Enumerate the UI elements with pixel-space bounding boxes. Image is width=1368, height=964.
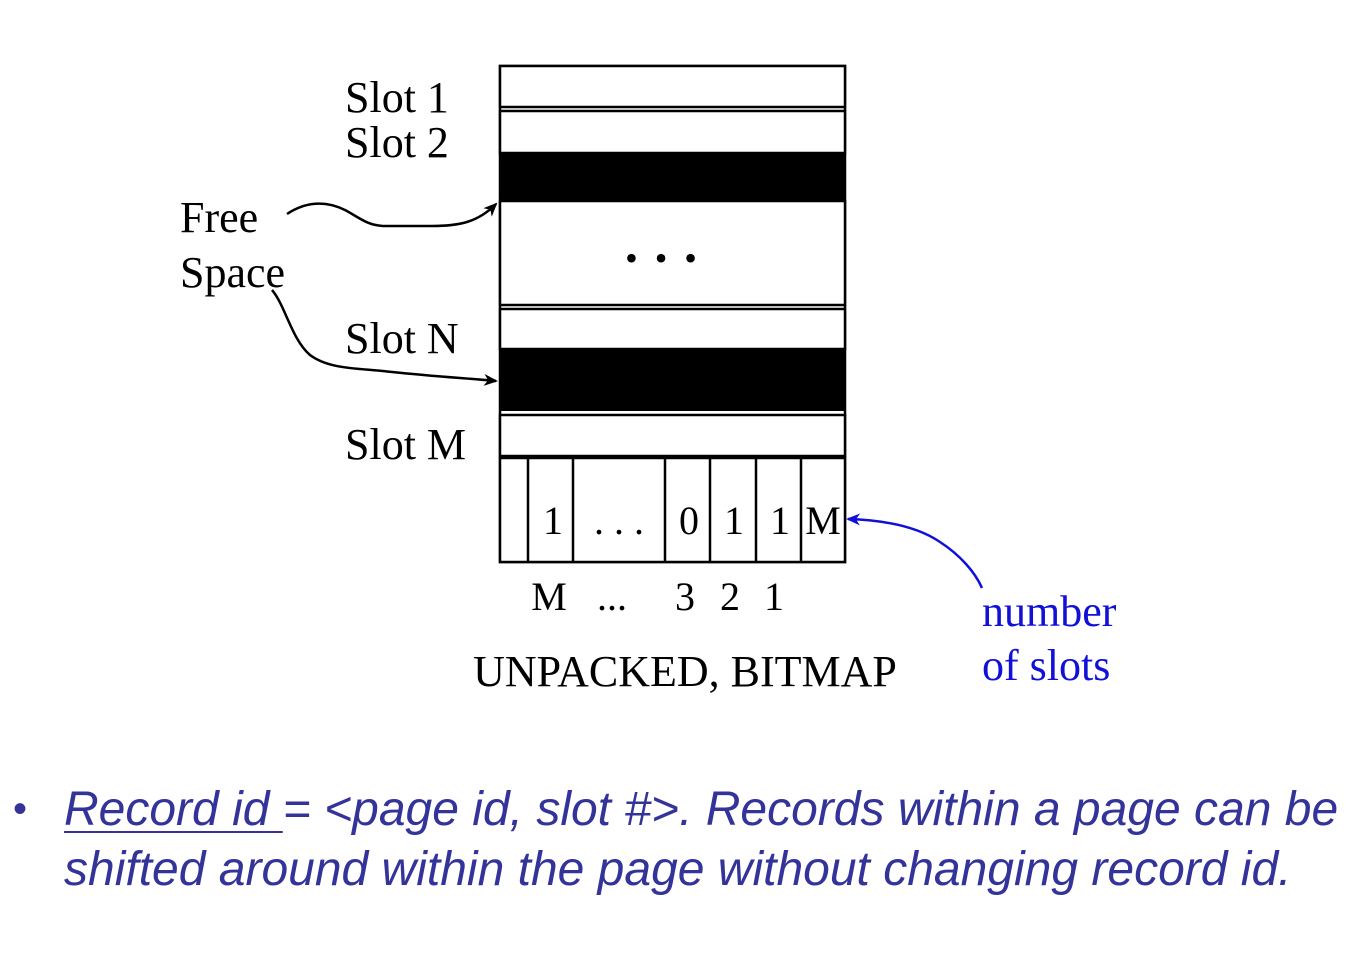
bitmap-cell: 0 [679, 498, 699, 543]
slot-n-label: Slot N [345, 314, 459, 363]
bullet-marker: • [12, 787, 27, 831]
bitmap-cell: 1 [543, 498, 563, 543]
slot-1-box [498, 64, 847, 109]
bitmap-index: 2 [720, 574, 740, 619]
slot-n-box [498, 307, 847, 351]
slot-1-label: Slot 1 [345, 73, 449, 122]
bitmap-cell: 1 [724, 498, 744, 543]
bullet-text: Record id = <page id, slot #>. Records w… [64, 780, 1354, 900]
middle-slots-region [498, 199, 847, 307]
record-id-term: Record id [64, 783, 283, 836]
bitmap-cell: M [805, 498, 841, 543]
free-space-label-line1: Free [180, 193, 258, 242]
free-space-block-2 [500, 349, 845, 411]
number-of-slots-label-line2: of slots [982, 641, 1110, 690]
bitmap-index: ... [597, 574, 627, 619]
bullet-text-rest: = <page id, slot #>. Records within a pa… [64, 783, 1339, 896]
bitmap-index: M [531, 574, 567, 619]
slot-2-box [498, 109, 847, 155]
free-space-arrow-2 [271, 289, 498, 386]
bitmap-row [498, 456, 847, 564]
slotted-page-diagram: 1 . . . 0 1 1 M M ... 3 2 1 • • • Slot 1… [180, 64, 1117, 696]
slot-m-label: Slot M [345, 420, 466, 469]
bullet-point: • Record id = <page id, slot #>. Records… [0, 780, 1368, 964]
bitmap-index: 3 [675, 574, 695, 619]
bitmap-cell: 1 [770, 498, 790, 543]
bitmap-cell: . . . [594, 498, 644, 543]
bitmap-index: 1 [764, 574, 784, 619]
free-space-block-1 [500, 153, 845, 201]
middle-slots-ellipsis: • • • [625, 238, 701, 278]
number-of-slots-arrow [846, 513, 984, 589]
free-space-arrow-1 [286, 202, 498, 228]
slot-m-box [498, 413, 847, 458]
slot-2-label: Slot 2 [345, 118, 449, 167]
free-space-label-line2: Space [180, 248, 285, 297]
diagram-caption: UNPACKED, BITMAP [473, 647, 897, 696]
number-of-slots-label-line1: number [982, 587, 1117, 636]
